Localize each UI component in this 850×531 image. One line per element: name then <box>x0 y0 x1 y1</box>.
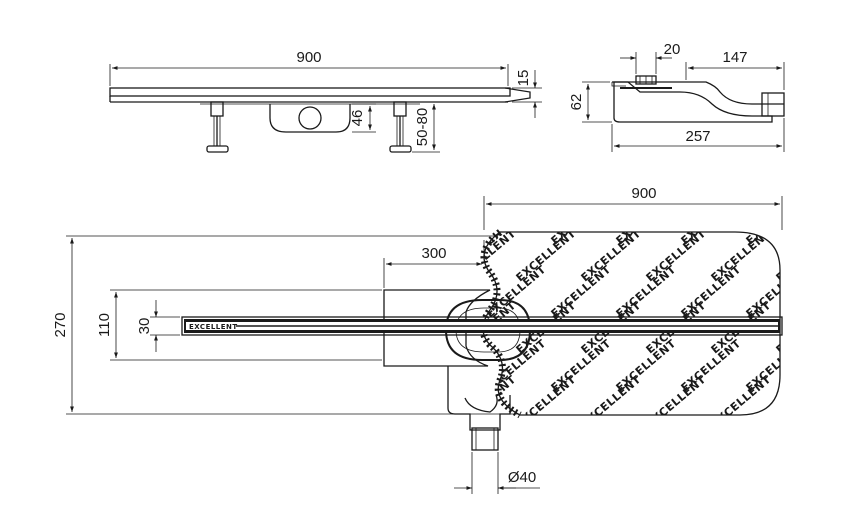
dim-leg-range: 50-80 <box>414 108 431 146</box>
dim-plan-width: 900 <box>631 185 656 202</box>
dim-side-height: 62 <box>568 94 585 111</box>
plan-outlet-pipe <box>471 427 499 451</box>
outlet-circle <box>298 106 322 130</box>
membrane-logo: EXCELLENT <box>709 227 774 284</box>
membrane-logo: EXCELLENT <box>774 299 839 356</box>
dim-plan-overlap: 300 <box>421 245 446 262</box>
siphon-body <box>269 104 351 133</box>
right-leg <box>389 101 412 153</box>
side-view: 20 147 62 257 <box>568 41 785 152</box>
membrane-logo: EXCELLENT <box>644 227 709 284</box>
membrane-logo: EXCELLENT <box>454 227 519 284</box>
side-body <box>613 81 773 123</box>
membrane-logo: EXCELLENT <box>514 373 579 430</box>
dim-front-length: 900 <box>296 49 321 66</box>
left-leg <box>206 101 229 153</box>
membrane-logo: EXCELLENT <box>424 263 489 320</box>
membrane-logo: EXCELLENT <box>579 227 644 284</box>
channel-brand-label: EXCELLENT <box>189 323 238 331</box>
membrane-logo: EXCELLENT <box>774 373 839 430</box>
drain-plate <box>109 87 511 97</box>
membrane-logo: EXCELLENT <box>424 190 489 247</box>
dim-side-top: 20 <box>664 41 681 58</box>
membrane-logo: EXCELLENT <box>454 373 519 430</box>
drain-channel: EXCELLENT <box>181 316 783 336</box>
membrane-logo: EXCELLENT <box>514 227 579 284</box>
dim-plan-inner-height: 110 <box>96 313 113 337</box>
membrane-logo: EXCELLENT <box>774 227 839 284</box>
membrane-logo: EXCELLENT <box>644 373 709 430</box>
dim-outlet-diameter: Ø40 <box>508 469 536 486</box>
dim-side-total: 257 <box>685 128 710 145</box>
front-view: 900 15 46 50-80 <box>109 49 542 153</box>
dim-plan-total-height: 270 <box>52 312 69 337</box>
membrane-logo: EXCELLENT <box>579 373 644 430</box>
dim-siphon-height: 46 <box>349 110 366 127</box>
dim-front-height: 15 <box>515 70 532 87</box>
membrane-left-piece <box>383 289 491 367</box>
side-outlet <box>761 92 785 117</box>
membrane-logo: EXCELLENT <box>709 373 774 430</box>
dim-plan-channel-height: 30 <box>136 318 153 335</box>
dim-side-right: 147 <box>722 49 747 66</box>
